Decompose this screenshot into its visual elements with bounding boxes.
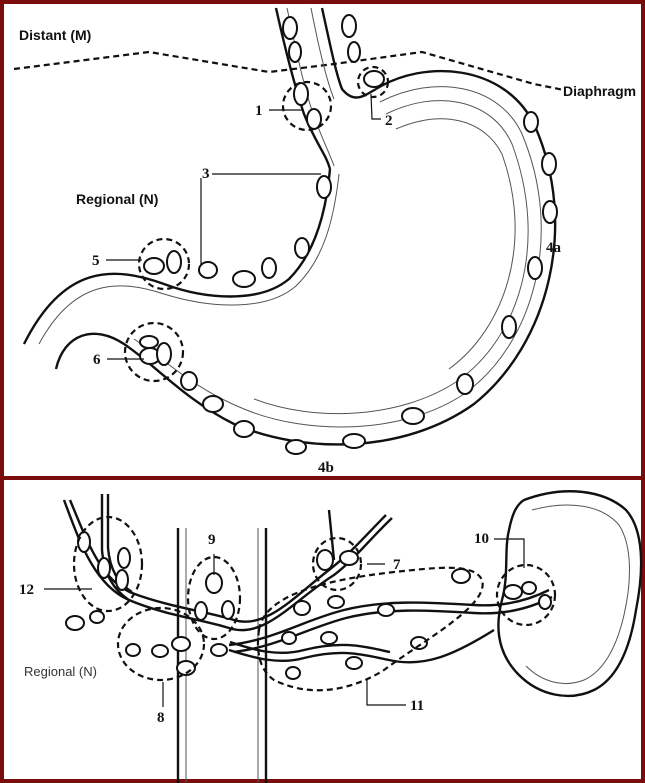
node-label-1: 1 bbox=[255, 103, 263, 119]
distant-label: Distant (M) bbox=[19, 27, 91, 43]
node-label-3: 3 bbox=[202, 166, 210, 182]
celiac-panel: Regional (N) 7 8 9 10 11 12 bbox=[0, 480, 645, 783]
stomach-diagram: Distant (M) Diaphragm Regional (N) 1 2 3… bbox=[4, 4, 645, 484]
node-label-12: 12 bbox=[19, 582, 34, 598]
node-label-5: 5 bbox=[92, 253, 100, 269]
node-label-4a: 4a bbox=[546, 240, 562, 256]
node-label-2: 2 bbox=[385, 113, 393, 129]
diaphragm-label: Diaphragm bbox=[563, 83, 636, 99]
node-label-11: 11 bbox=[410, 698, 424, 714]
node-label-7: 7 bbox=[393, 557, 401, 573]
node-label-8: 8 bbox=[157, 710, 165, 726]
regional-label-top: Regional (N) bbox=[76, 191, 158, 207]
node-label-4b: 4b bbox=[318, 460, 334, 476]
regional-label-bottom: Regional (N) bbox=[24, 664, 97, 679]
celiac-diagram: Regional (N) 7 8 9 10 11 12 bbox=[4, 480, 645, 783]
node-label-6: 6 bbox=[93, 352, 101, 368]
node-label-10: 10 bbox=[474, 531, 489, 547]
stomach-panel: Distant (M) Diaphragm Regional (N) 1 2 3… bbox=[0, 0, 645, 480]
node-label-9: 9 bbox=[208, 532, 216, 548]
